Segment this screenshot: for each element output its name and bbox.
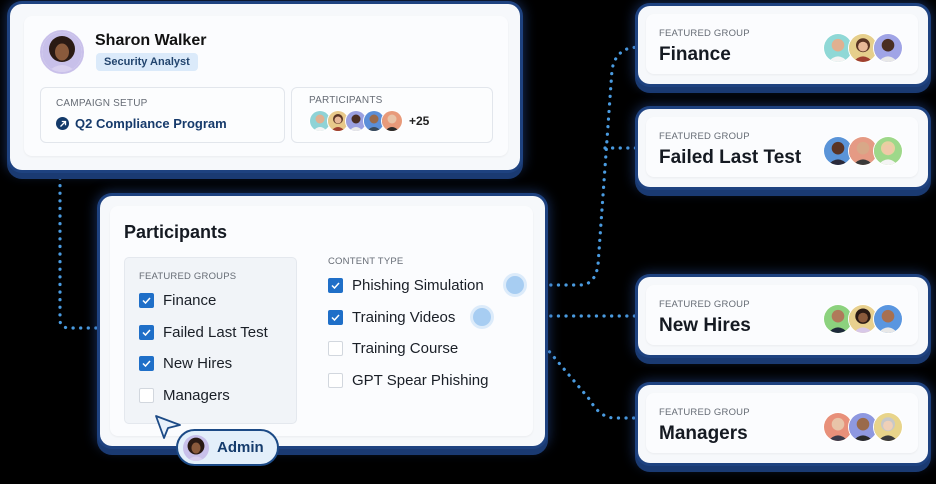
group-avatar-stack (823, 412, 903, 442)
checkbox-checked[interactable] (328, 278, 343, 293)
participants-more-count: +25 (409, 114, 430, 128)
member-avatar (873, 412, 903, 442)
member-avatar (848, 136, 878, 166)
group-card-label: FEATURED GROUP (659, 407, 750, 418)
group-card-finance[interactable]: FEATURED GROUP Finance (638, 6, 928, 84)
content-option-label: GPT Spear Phishing (352, 372, 489, 389)
member-avatar (873, 304, 903, 334)
member-avatar (823, 412, 853, 442)
group-avatar-stack (823, 33, 903, 63)
participants-avatar-stack: +25 (309, 110, 429, 132)
group-option-managers[interactable]: Managers (139, 387, 230, 404)
member-avatar (873, 33, 903, 63)
group-option-label: Managers (163, 387, 230, 404)
profile-name: Sharon Walker (95, 32, 207, 49)
featured-groups-label: FEATURED GROUPS (139, 271, 237, 282)
member-avatar (873, 136, 903, 166)
content-option-label: Phishing Simulation (352, 277, 484, 294)
campaign-link[interactable]: Q2 Compliance Program (56, 116, 227, 131)
participants-title: Participants (124, 222, 228, 242)
campaign-name: Q2 Compliance Program (75, 116, 227, 131)
content-option-training-videos[interactable]: Training Videos (328, 309, 455, 326)
group-card-title: Failed Last Test (659, 147, 802, 168)
member-avatar (823, 304, 853, 334)
group-card-title: Managers (659, 423, 748, 444)
group-option-label: Finance (163, 292, 217, 309)
participant-avatar (381, 110, 403, 132)
participant-avatar (309, 110, 331, 132)
content-option-label: Training Videos (352, 309, 456, 326)
checkbox-checked[interactable] (139, 356, 154, 371)
checkbox-unchecked[interactable] (139, 388, 154, 403)
checkbox-checked[interactable] (139, 293, 154, 308)
participants-label: PARTICIPANTS (309, 95, 383, 106)
group-avatar-stack (823, 136, 903, 166)
role-badge: Security Analyst (96, 53, 198, 71)
content-option-label: Training Course (352, 340, 459, 357)
group-option-finance[interactable]: Finance (139, 292, 216, 309)
checkbox-unchecked[interactable] (328, 373, 343, 388)
admin-avatar (183, 434, 209, 461)
external-link-arrow-icon (56, 117, 69, 130)
group-card-title: Finance (659, 44, 731, 65)
group-card-label: FEATURED GROUP (659, 131, 750, 142)
group-option-label: Failed Last Test (163, 324, 268, 341)
connector-node-training-videos (473, 308, 491, 326)
content-option-training-course[interactable]: Training Course (328, 340, 458, 357)
group-card-label: FEATURED GROUP (659, 28, 750, 39)
content-option-gpt-spear-phishing[interactable]: GPT Spear Phishing (328, 372, 488, 389)
member-avatar (848, 412, 878, 442)
group-card-new-hires[interactable]: FEATURED GROUP New Hires (638, 277, 928, 355)
cursor-pointer-icon (155, 415, 181, 439)
member-avatar (848, 33, 878, 63)
admin-label: Admin (217, 439, 264, 456)
group-card-title: New Hires (659, 315, 751, 336)
group-option-label: New Hires (163, 355, 233, 372)
group-card-managers[interactable]: FEATURED GROUP Managers (638, 385, 928, 463)
group-avatar-stack (823, 304, 903, 334)
group-card-failed-last-test[interactable]: FEATURED GROUP Failed Last Test (638, 109, 928, 187)
participants-summary-box[interactable]: PARTICIPANTS +25 (291, 87, 493, 143)
content-type-label: CONTENT TYPE (328, 256, 404, 267)
group-card-label: FEATURED GROUP (659, 299, 750, 310)
profile-avatar (40, 30, 84, 74)
group-option-new-hires[interactable]: New Hires (139, 355, 232, 372)
campaign-setup-label: CAMPAIGN SETUP (56, 98, 148, 109)
checkbox-checked[interactable] (139, 325, 154, 340)
campaign-setup-box: CAMPAIGN SETUP Q2 Compliance Program (40, 87, 285, 143)
admin-badge: Admin (176, 429, 279, 466)
group-option-failed-last-test[interactable]: Failed Last Test (139, 324, 268, 341)
content-option-phishing-simulation[interactable]: Phishing Simulation (328, 277, 484, 294)
member-avatar (848, 304, 878, 334)
member-avatar (823, 136, 853, 166)
checkbox-checked[interactable] (328, 310, 343, 325)
checkbox-unchecked[interactable] (328, 341, 343, 356)
connector-node-phishing-simulation (506, 276, 524, 294)
